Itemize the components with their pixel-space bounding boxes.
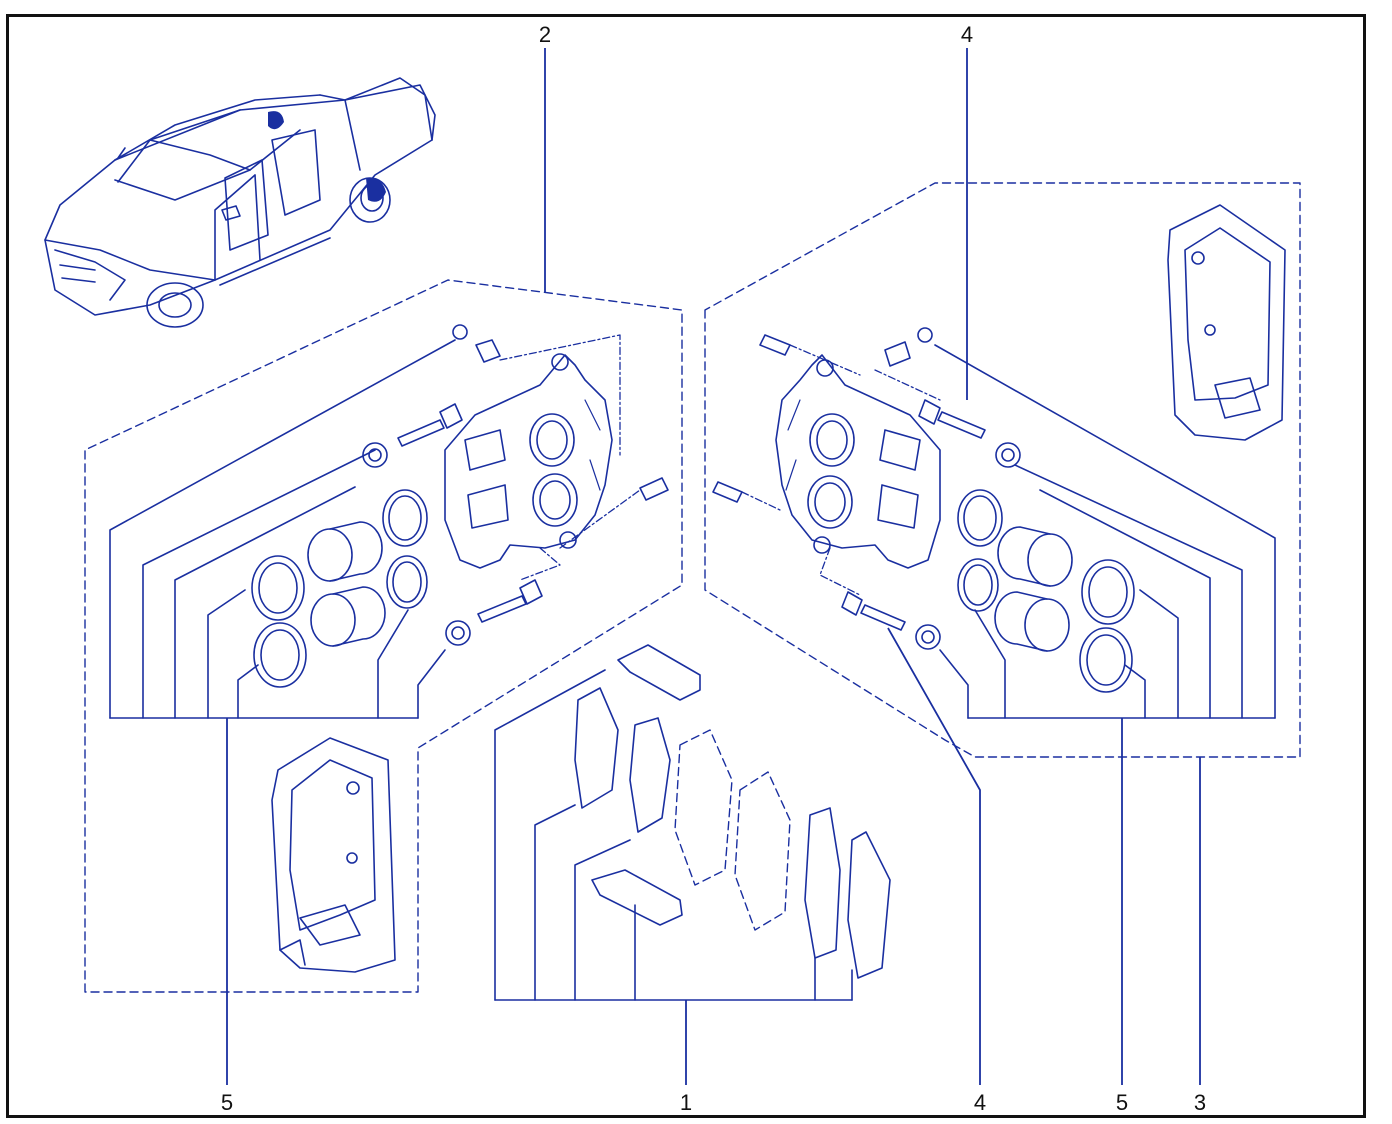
left-caliper-pistons <box>307 521 386 647</box>
callout-bottom-3: 4 <box>974 1090 986 1115</box>
right-caliper-seals <box>957 489 1135 693</box>
pickup-truck-illustration <box>44 77 436 328</box>
left-caliper-bracket <box>271 737 396 973</box>
callout-bottom-2: 1 <box>680 1090 692 1115</box>
right-caliper-bracket <box>1167 204 1286 441</box>
left-assembly-lines <box>499 334 641 581</box>
right-seal-kit-bracket <box>934 344 1276 719</box>
right-dust-boots <box>915 327 1021 650</box>
right-assembly-lines <box>741 344 941 596</box>
callout-bottom-5: 3 <box>1194 1090 1206 1115</box>
callout-top-right: 4 <box>961 22 973 47</box>
right-caliper-pistons <box>994 526 1073 652</box>
left-caliper-seals <box>251 489 428 688</box>
left-guide-pins <box>397 339 669 623</box>
diagram-frame <box>6 14 1366 1118</box>
left-group-outline <box>84 279 683 993</box>
leader-lines <box>226 48 1201 1085</box>
callout-bottom-4: 5 <box>1116 1090 1128 1115</box>
callout-bottom-1: 5 <box>221 1090 233 1115</box>
right-caliper-body <box>775 354 941 569</box>
right-guide-pins <box>712 334 986 631</box>
brake-pads <box>574 644 891 979</box>
left-caliper-body <box>444 353 613 569</box>
pad-kit-bracket <box>494 669 853 1001</box>
right-group-outline <box>704 182 1301 758</box>
callout-top-left: 2 <box>539 22 551 47</box>
left-seal-kit-bracket <box>109 339 456 719</box>
left-dust-boots <box>362 324 471 646</box>
